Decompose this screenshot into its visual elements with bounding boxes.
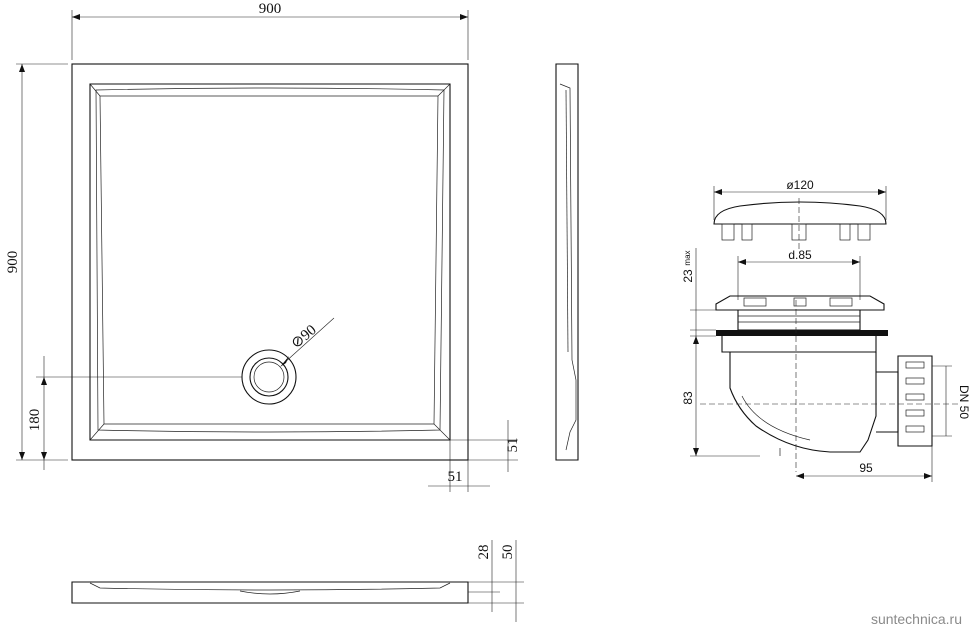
drain-circle [241, 317, 335, 405]
inner-diameter-dimension [737, 256, 861, 300]
rim-right-label: 51 [505, 438, 521, 453]
watermark: suntechnica.ru [871, 611, 962, 627]
drain-offset-dimension [36, 356, 242, 470]
rim-right-dimension [450, 420, 518, 472]
depth-inner-label: 28 [476, 545, 492, 560]
outlet-label: DN 50 [957, 385, 970, 419]
inner-diameter-label: d.85 [788, 248, 812, 262]
tray-side-view [555, 63, 579, 461]
rim-bottom-dimension [428, 440, 490, 492]
offset-95-dimension [796, 446, 933, 482]
siphon-body [700, 295, 960, 472]
max-dimension [690, 248, 716, 336]
height-label: 900 [5, 251, 21, 274]
width-label: 900 [259, 1, 282, 17]
drain-offset-label: 180 [27, 409, 43, 432]
drain-diameter-label: ⊘90 [288, 322, 319, 352]
max-suffix: max [683, 250, 692, 265]
max-label: 23 [681, 269, 695, 283]
siphon-cap [713, 186, 887, 250]
tray-front-section [71, 540, 524, 622]
height-83-dimension [690, 335, 760, 457]
siphon-height-label: 83 [681, 391, 695, 405]
height-dimension [16, 63, 68, 461]
offset-label: 95 [859, 461, 873, 475]
tray-top-view [71, 63, 469, 461]
outlet-dimension [932, 365, 952, 437]
width-dimension [71, 10, 469, 60]
cap-diameter-label: ø120 [786, 178, 814, 192]
rim-bottom-label: 51 [448, 469, 463, 485]
depth-total-label: 50 [500, 545, 516, 560]
